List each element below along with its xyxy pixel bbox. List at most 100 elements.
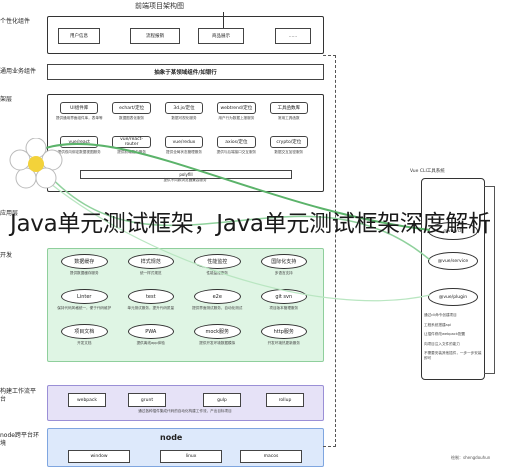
personal-box: ...... xyxy=(275,28,311,44)
personal-box: 流程报销 xyxy=(130,28,180,44)
framework-cell-name: vue/redux xyxy=(164,136,204,148)
layer-label-dev: 开发 xyxy=(0,252,13,259)
business-bar: 抽象于某领域组件/如银行 xyxy=(47,64,324,80)
framework-cell-name: 3d.js/定位 xyxy=(164,102,204,114)
build-box: webpack xyxy=(68,393,106,407)
framework-cell-desc: 提供双向绑定数据视图服务 xyxy=(57,150,101,154)
app-oval: PWA xyxy=(127,324,174,339)
app-oval-desc: 提供界面测试服务，自动化测试 xyxy=(192,306,243,310)
app-oval-desc: 项目版本管理服务 xyxy=(269,306,299,310)
app-cell: http服务开发环境热更新服务 xyxy=(252,322,317,355)
cli-note: 让插件修改webpack配置 xyxy=(424,332,466,336)
framework-cell-name: vue/react-router xyxy=(112,136,151,148)
app-oval: 数据缓存 xyxy=(61,254,108,269)
app-oval-desc: 多语言支持 xyxy=(274,271,293,275)
app-oval: 国际化支持 xyxy=(260,254,307,269)
framework-cell-name: echart/定位 xyxy=(112,102,151,114)
framework-cell-desc: 数据可视化服务 xyxy=(171,116,197,120)
app-oval: Linter xyxy=(61,289,108,304)
build-box: grunt xyxy=(128,393,166,407)
framework-cell-desc: 提供通用界面组件库，表单等 xyxy=(55,116,103,120)
cli-note: 向项目注入文件的能力 xyxy=(424,341,460,346)
app-cell: Linter 保持代码风格统一，便于代码维护 xyxy=(52,287,117,320)
build-desc: 通过各种插件集成代码的自动化构建工作流，产出目标项目 xyxy=(138,409,232,413)
framework-cell-desc: 用户行为数据上报服务 xyxy=(218,116,255,120)
layer-label-build: 构建工作流平台 xyxy=(0,388,37,403)
framework-cell: axios/定位提供与后端接口交互服务 xyxy=(212,136,260,166)
app-oval: 性能监控 xyxy=(194,254,241,269)
app-oval-desc: 性能监控服务 xyxy=(206,271,229,275)
app-oval-desc: 单元测试服务，提升代码质量 xyxy=(127,306,175,310)
app-cell: 国际化支持多语言支持 xyxy=(252,252,317,285)
app-oval: e2e xyxy=(194,289,241,304)
personal-connector xyxy=(223,12,224,28)
footer-credit: 绘制：shengdouhun xyxy=(451,455,491,460)
node-box: macos xyxy=(240,450,302,463)
build-box: rollup xyxy=(266,393,304,407)
cli-panel xyxy=(421,178,485,380)
app-cell: 项目文档开发文档 xyxy=(52,322,117,355)
framework-cell-name: 工具函数库 xyxy=(269,102,308,114)
app-oval-desc: 提供数据缓存服务 xyxy=(69,271,99,275)
personal-box: 用户信息 xyxy=(58,28,100,44)
framework-cell-name: UI组件库 xyxy=(60,102,99,114)
cli-notes: 通过cli命令创建项目工程系统搭建api 让插件修改webpack配置向项目注入文… xyxy=(424,313,482,365)
cli-bracket xyxy=(484,186,495,374)
app-cell: 样式规范统一样式规范 xyxy=(119,252,184,285)
framework-cell: vue/redux 提供全局状态管理服务 xyxy=(160,136,208,166)
app-oval-desc: 提供开发环境数据模拟 xyxy=(199,341,236,345)
cli-note: 工程系统搭建api xyxy=(424,322,452,327)
diagram-title: 前端项目架构图 xyxy=(135,2,184,10)
personal-box: 商品展示 xyxy=(198,28,244,44)
framework-cell-desc: 提供与后端接口交互服务 xyxy=(216,150,257,154)
cli-title: Vue CLI工具系统 xyxy=(410,169,445,174)
layer-label-app: 应用层 xyxy=(0,210,19,217)
framework-cell: UI组件库提供通用界面组件库，表单等 xyxy=(55,102,103,132)
app-oval: mock服务 xyxy=(194,324,241,339)
framework-cell-desc: 数据交互加密服务 xyxy=(274,150,304,154)
app-oval: 样式规范 xyxy=(127,254,174,269)
framework-cell-name: axios/定位 xyxy=(217,136,256,148)
app-cell: 数据缓存提供数据缓存服务 xyxy=(52,252,117,285)
layer-label-business: 通用业务组件 xyxy=(0,68,37,75)
framework-cell-desc: 常用工具函数 xyxy=(278,116,300,120)
node-box: linux xyxy=(160,450,222,463)
framework-cell: crypto/定位数据交互加密服务 xyxy=(265,136,313,166)
cli-oval: @vue/cli xyxy=(428,222,478,240)
cli-note: 通过cli命令创建项目 xyxy=(424,313,457,317)
app-oval-desc: 保持代码风格统一，便于代码维护 xyxy=(57,306,112,310)
framework-cell: 3d.js/定位数据可视化服务 xyxy=(160,102,208,132)
framework-cell: 工具函数库常用工具函数 xyxy=(265,102,313,132)
app-oval-desc: 开发文档 xyxy=(77,341,92,345)
app-oval-desc: 开发环境热更新服务 xyxy=(267,341,300,345)
build-box: gulp xyxy=(203,393,241,407)
cli-oval: @vue/plugin xyxy=(428,288,478,306)
polyfill-bar: polyfill xyxy=(80,170,292,179)
framework-cell-name: webtrend/定位 xyxy=(217,102,256,114)
framework-cell-name: crypto/定位 xyxy=(269,136,308,148)
framework-cell: webtrend/定位用户行为数据上报服务 xyxy=(212,102,260,132)
app-oval-desc: 统一样式规范 xyxy=(139,271,162,275)
app-oval: http服务 xyxy=(260,324,307,339)
flower-icon xyxy=(9,138,63,189)
node-box: window xyxy=(68,450,130,463)
layer-label-node: node跨平台环境 xyxy=(0,432,39,447)
app-cell: 性能监控性能监控服务 xyxy=(185,252,250,285)
framework-cell-desc: 提供全局状态管理服务 xyxy=(166,150,202,154)
layer-label-personal: 个性化组件 xyxy=(0,18,31,25)
bracket-dashed xyxy=(323,55,336,447)
node-label: node xyxy=(160,433,183,442)
layer-label-framework: 架层 xyxy=(0,96,13,103)
app-cell: mock服务提供开发环境数据模拟 xyxy=(185,322,250,355)
polyfill-desc: 提供不同款浏览器兼容服务 xyxy=(163,178,207,182)
cli-oval: @vue/service xyxy=(428,252,478,270)
app-grid: 数据缓存提供数据缓存服务样式规范统一样式规范性能监控性能监控服务国际化支持多语言… xyxy=(52,252,318,358)
watermark-text: Java单元测试框架，Java单元测试框架深度解析 xyxy=(10,211,491,237)
cli-note: 不需要安装其他插件，一步一步安装即可 xyxy=(424,351,482,360)
app-oval: 项目文档 xyxy=(61,324,108,339)
app-cell: e2e 提供界面测试服务，自动化测试 xyxy=(185,287,250,320)
